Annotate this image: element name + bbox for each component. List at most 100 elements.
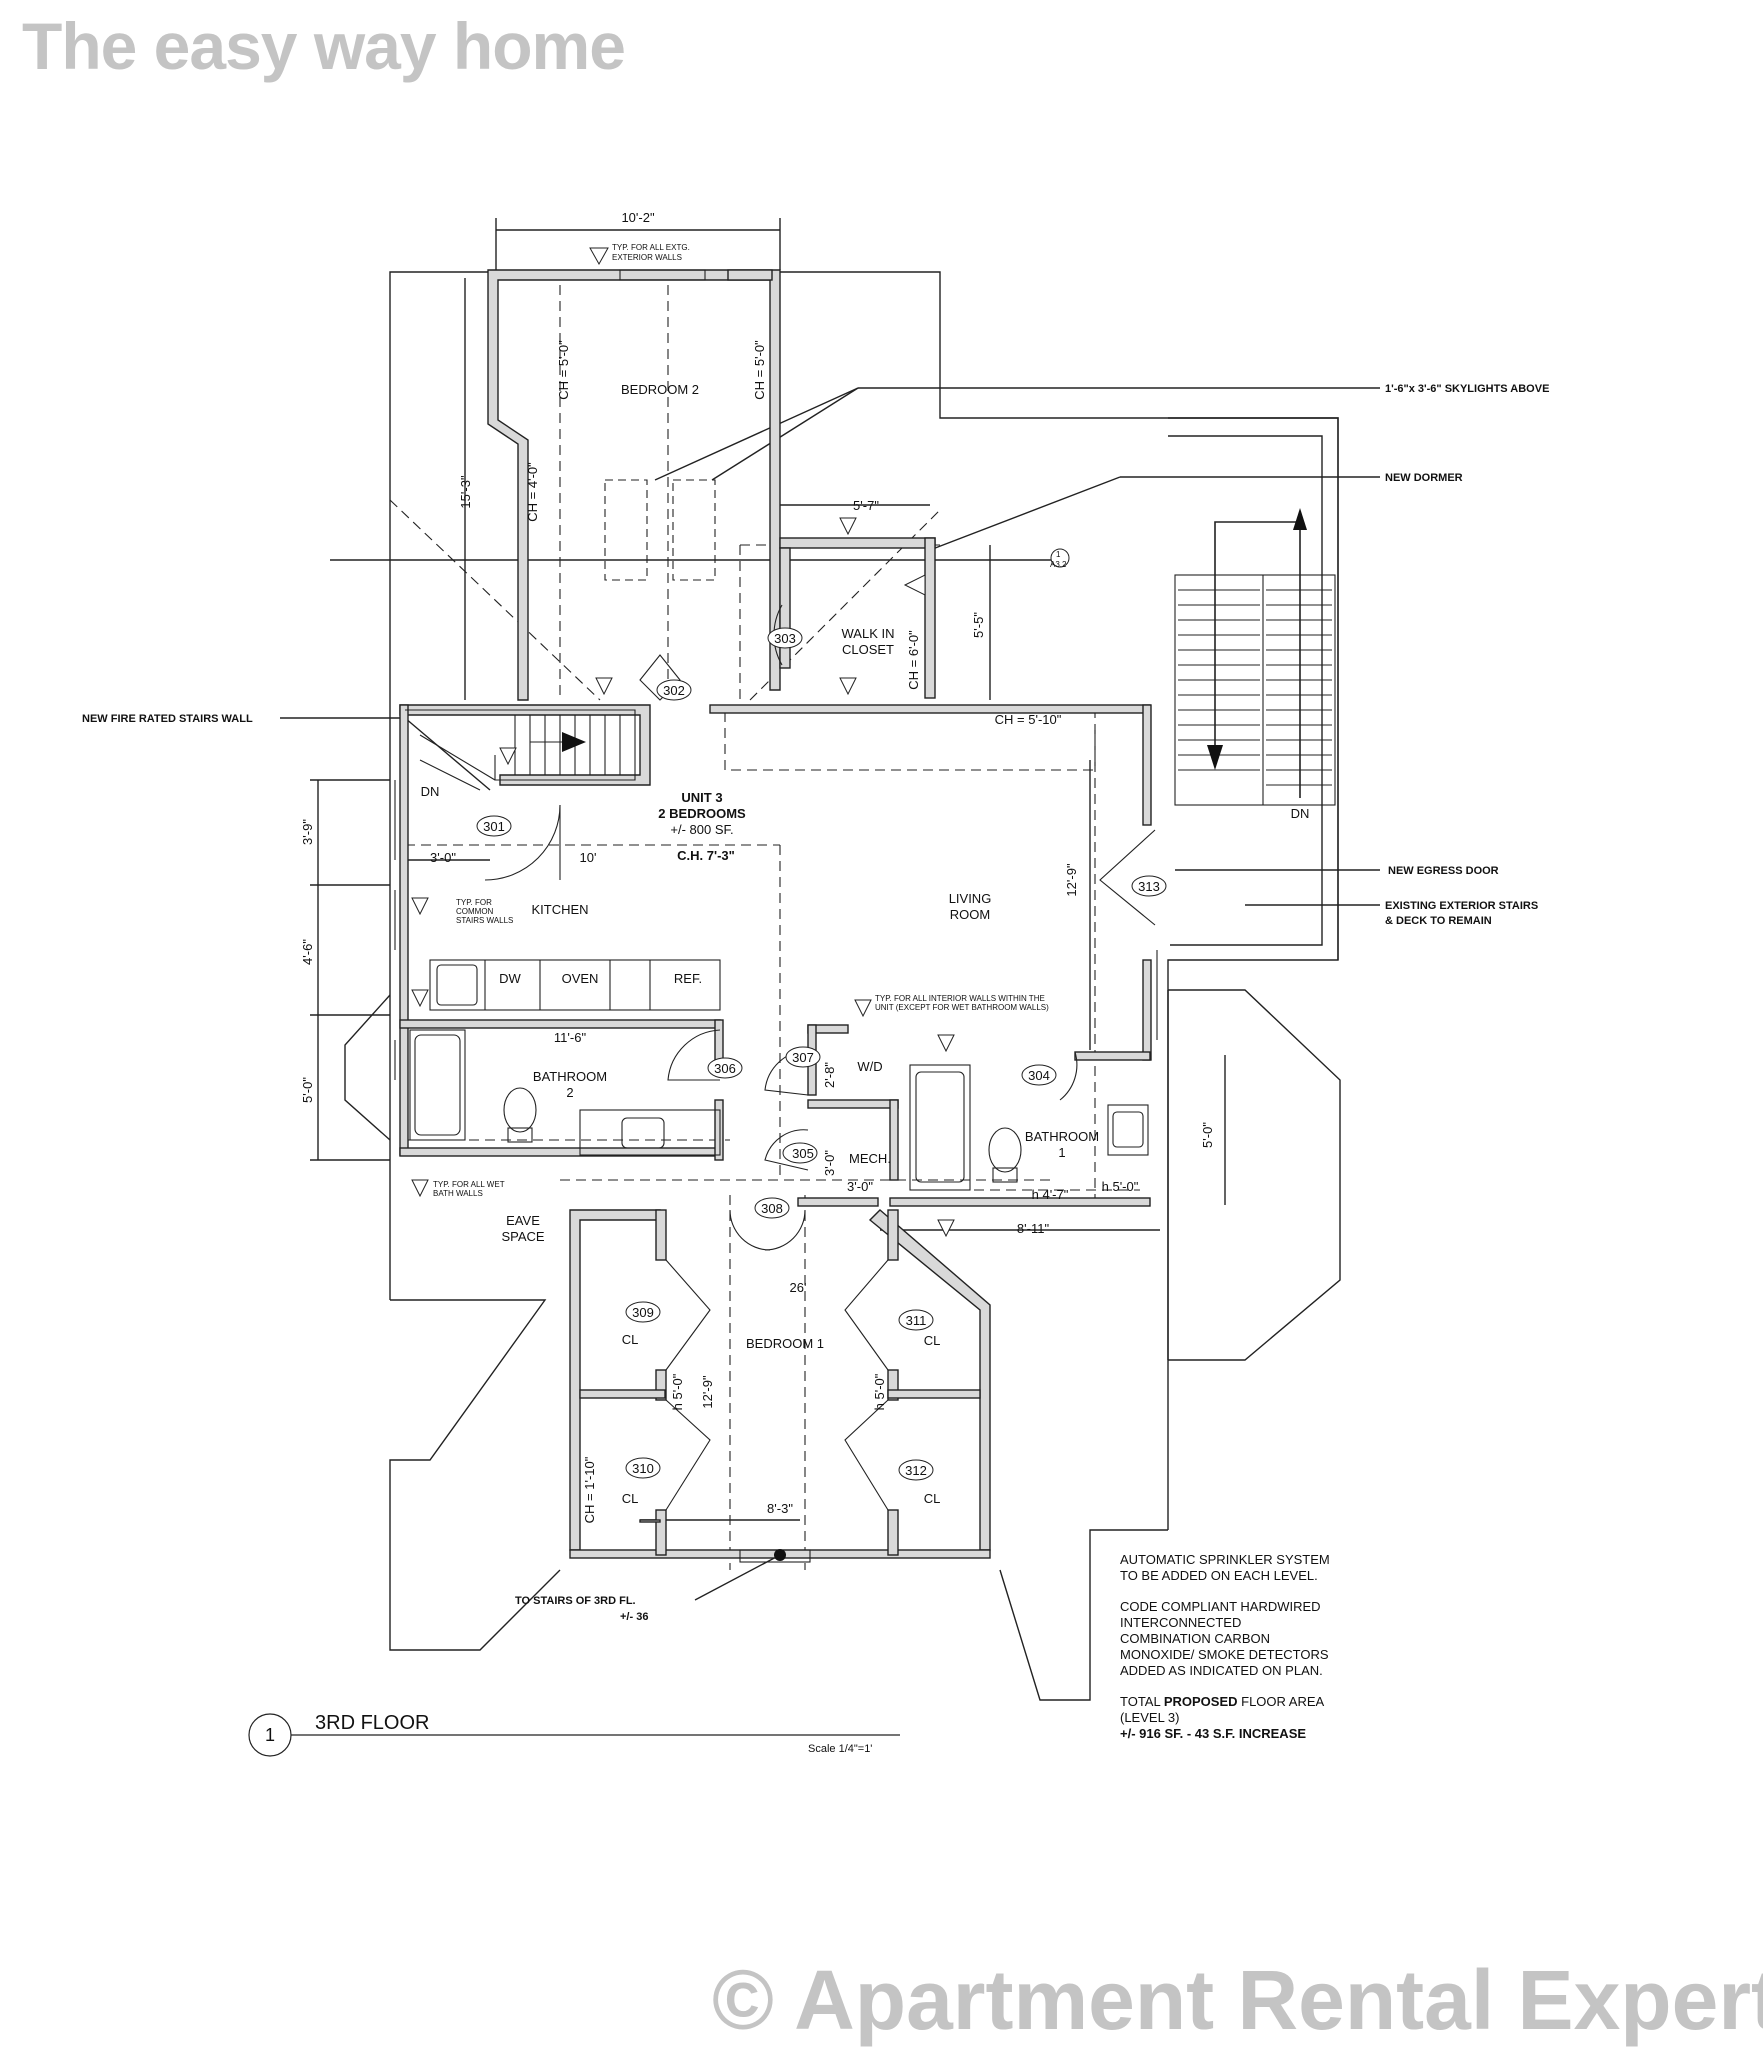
dim-15-3: 15'-3" xyxy=(458,475,473,509)
dim-8-11: 8'-11" xyxy=(1017,1221,1050,1236)
unit-area: +/- 800 SF. xyxy=(670,822,733,837)
note-wet-2: BATH WALLS xyxy=(433,1189,483,1198)
section-markers xyxy=(411,247,1070,1238)
callout-skylights: 1'-6"x 3'-6" SKYLIGHTS ABOVE xyxy=(1385,383,1549,395)
dim-ch-4-0: CH = 4'-0" xyxy=(525,462,540,522)
note-common-1: TYP. FOR xyxy=(456,898,492,907)
door-311: 311 xyxy=(906,1313,927,1328)
door-swings xyxy=(484,604,1156,1511)
callout-dormer: NEW DORMER xyxy=(1385,472,1463,484)
callout-ext-stairs-2: & DECK TO REMAIN xyxy=(1385,915,1492,927)
area-line2: (LEVEL 3) xyxy=(1120,1710,1180,1725)
appliance-oven: OVEN xyxy=(562,971,599,986)
callout-fire-wall: NEW FIRE RATED STAIRS WALL xyxy=(82,713,253,725)
room-living-2: ROOM xyxy=(950,907,990,922)
door-309: 309 xyxy=(632,1305,654,1320)
note-interior-1: TYP. FOR ALL INTERIOR WALLS WITHIN THE xyxy=(875,994,1045,1003)
door-308: 308 xyxy=(761,1201,783,1216)
dim-ch-5-0-right: CH = 5'-0" xyxy=(752,340,767,400)
dim-ch-5-10: CH = 5'-10" xyxy=(995,712,1062,727)
dim-h-5-0-bath: h 5'-0" xyxy=(1102,1179,1139,1194)
callout-to-stairs-1: TO STAIRS OF 3RD FL. xyxy=(515,1595,636,1607)
room-bedroom2: BEDROOM 2 xyxy=(621,382,699,397)
stairs-dn-interior: DN xyxy=(421,784,440,799)
dim-5-7: 5'-7" xyxy=(853,498,879,513)
dim-3-0-mech: 3'-0" xyxy=(847,1179,873,1194)
note-sprinkler: AUTOMATIC SPRINKLER SYSTEM TO BE ADDED O… xyxy=(1120,1552,1330,1583)
walls xyxy=(399,269,1152,1559)
note-interior-2: UNIT (EXCEPT FOR WET BATHROOM WALLS) xyxy=(875,1003,1049,1012)
section-number: 1 xyxy=(1056,550,1061,559)
dim-h-5-0-right: h 5'-0" xyxy=(872,1373,887,1410)
note-common-2: COMMON xyxy=(456,907,494,916)
dim-h-4-7: h 4'-7" xyxy=(1032,1187,1069,1202)
door-301: 301 xyxy=(483,819,505,834)
note-wet-1: TYP. FOR ALL WET xyxy=(433,1180,505,1189)
area-line1-a: TOTAL xyxy=(1120,1694,1164,1709)
watermark-bottom: © Apartment Rental Experts xyxy=(712,1953,1763,2047)
dim-26: 26' xyxy=(790,1280,807,1295)
door-tag-shapes xyxy=(476,627,1167,1481)
room-cl-311: CL xyxy=(924,1333,941,1348)
room-living-1: LIVING xyxy=(949,891,992,906)
door-303: 303 xyxy=(774,631,796,646)
section-ref: A3.2 xyxy=(1050,560,1067,569)
arrow-down-icon xyxy=(1207,745,1223,770)
unit-name: UNIT 3 xyxy=(681,790,722,805)
dim-3-0: 3'-0" xyxy=(430,850,456,865)
unit-bedrooms: 2 BEDROOMS xyxy=(658,806,746,821)
door-304: 304 xyxy=(1028,1068,1050,1083)
unit-ceiling: C.H. 7'-3" xyxy=(677,848,735,863)
dim-4-6: 4'-6" xyxy=(300,939,315,965)
room-wd: W/D xyxy=(857,1059,882,1074)
door-313: 313 xyxy=(1138,879,1160,894)
stairs-arrow-icon xyxy=(562,732,586,752)
title-number: 1 xyxy=(265,1725,275,1745)
interior-stairs xyxy=(405,709,636,791)
room-walkin-2: CLOSET xyxy=(842,642,894,657)
dim-5-0-right: 5'-0" xyxy=(1200,1122,1215,1148)
appliance-ref: REF. xyxy=(674,971,702,986)
room-cl-312: CL xyxy=(924,1491,941,1506)
note-area: TOTAL PROPOSED FLOOR AREA (LEVEL 3) +/- … xyxy=(1120,1694,1400,1742)
door-302: 302 xyxy=(663,683,685,698)
room-eave-2: SPACE xyxy=(501,1229,544,1244)
outline-linework xyxy=(280,218,1380,1701)
area-line1-c: FLOOR AREA xyxy=(1237,1694,1325,1709)
dim-ch-6-0: CH = 6'-0" xyxy=(906,630,921,690)
dim-5-5: 5'-5" xyxy=(971,612,986,638)
callout-to-stairs-2: +/- 36 xyxy=(620,1611,648,1623)
dim-5-0-left: 5'-0" xyxy=(300,1077,315,1103)
dim-ch-1-10: CH = 1'-10" xyxy=(582,1456,597,1523)
dim-11-6: 11'-6" xyxy=(554,1030,587,1045)
note-ext-2: EXTERIOR WALLS xyxy=(612,253,682,262)
area-line3: +/- 916 SF. - 43 S.F. INCREASE xyxy=(1120,1726,1307,1741)
title-scale: Scale 1/4"=1' xyxy=(808,1743,872,1755)
door-306: 306 xyxy=(714,1061,736,1076)
note-common-3: STAIRS WALLS xyxy=(456,916,513,925)
room-mech: MECH. xyxy=(849,1151,891,1166)
note-detectors: CODE COMPLIANT HARDWIRED INTERCONNECTED … xyxy=(1120,1599,1329,1678)
callout-egress-door: NEW EGRESS DOOR xyxy=(1388,865,1499,877)
room-bathroom2-2: 2 xyxy=(566,1085,573,1100)
room-eave-1: EAVE xyxy=(506,1213,540,1228)
smoke-detector-icon xyxy=(774,1549,786,1561)
room-walkin-1: WALK IN xyxy=(842,626,895,641)
room-bathroom1-2: 1 xyxy=(1058,1145,1065,1160)
room-bathroom1-1: BATHROOM xyxy=(1025,1129,1099,1144)
note-ext-1: TYP. FOR ALL EXTG. xyxy=(612,243,690,252)
room-bathroom2-1: BATHROOM xyxy=(533,1069,607,1084)
dim-8-3: 8'-3" xyxy=(767,1501,793,1516)
room-bedroom1: BEDROOM 1 xyxy=(746,1336,824,1351)
plan-notes: AUTOMATIC SPRINKLER SYSTEM TO BE ADDED O… xyxy=(1120,1552,1400,1742)
room-kitchen: KITCHEN xyxy=(531,902,588,917)
exterior-stairs xyxy=(1174,521,1336,806)
dim-h-5-0-left: h 5'-0" xyxy=(670,1373,685,1410)
dim-3-0-vertical: 3'-0" xyxy=(822,1150,837,1176)
appliance-dw: DW xyxy=(499,971,521,986)
dim-top-width: 10'-2" xyxy=(621,210,655,225)
dim-2-8: 2'-8" xyxy=(822,1062,837,1088)
callout-ext-stairs-1: EXISTING EXTERIOR STAIRS xyxy=(1385,900,1538,912)
dim-10: 10' xyxy=(580,850,597,865)
